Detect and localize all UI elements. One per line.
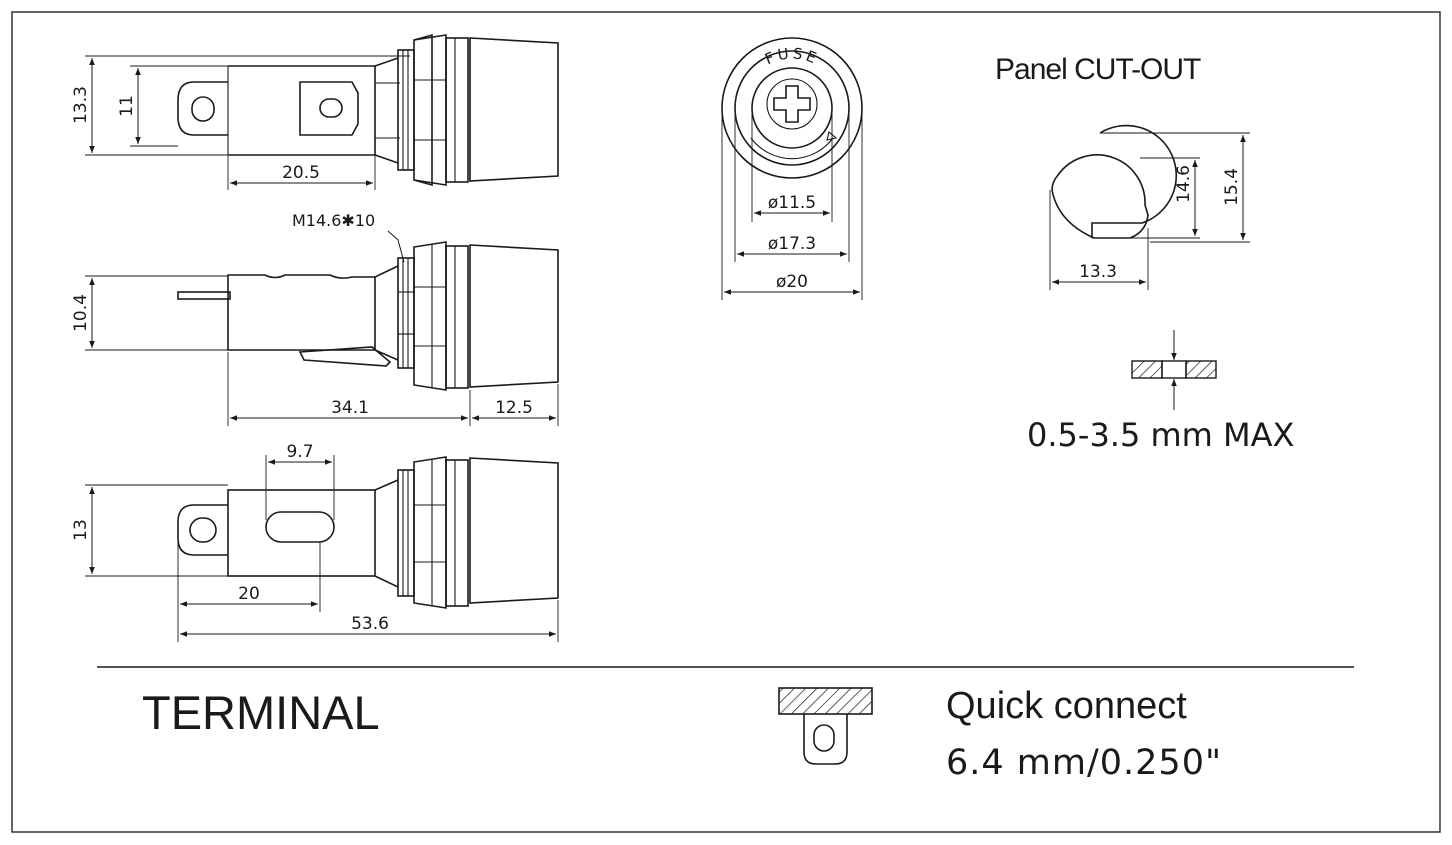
dim-13-3-cutout: 13.3 [1079, 262, 1117, 282]
thread-label: M14.6✱10 [292, 211, 375, 230]
dim-9-7: 9.7 [286, 442, 313, 462]
quick-connect-terminal-icon [778, 687, 873, 765]
dim-dia-11-5: ø11.5 [768, 193, 816, 213]
dim-34-1: 34.1 [331, 398, 369, 418]
side-view-middle: M14.6✱10 10.4 34.1 12.5 [71, 211, 559, 426]
fuse-cap-text: FUSE [762, 44, 821, 68]
dim-13-3: 13.3 [71, 86, 91, 124]
side-view-bottom: 9.7 13 20 53.6 [71, 442, 559, 642]
dim-13: 13 [71, 519, 91, 541]
dim-14-6: 14.6 [1174, 165, 1194, 203]
dim-12-5: 12.5 [495, 398, 533, 418]
panel-thickness-label: 0.5-3.5 mm MAX [1027, 416, 1294, 454]
panel-cutout: Panel CUT-OUT 14.6 15.4 13.3 0.5-3.5 mm … [995, 53, 1294, 454]
panel-cutout-title: Panel CUT-OUT [995, 53, 1201, 86]
dim-20-5: 20.5 [282, 163, 320, 183]
dim-53-6: 53.6 [351, 614, 389, 634]
quick-connect-label: Quick connect [946, 685, 1187, 727]
dim-dia-17-3: ø17.3 [768, 234, 816, 254]
dim-15-4: 15.4 [1222, 168, 1242, 206]
front-view-cap: FUSE ø11.5 ø17.3 ø20 [721, 37, 863, 300]
terminal-size-label: 6.4 mm/0.250" [946, 743, 1222, 783]
dim-20: 20 [238, 584, 260, 604]
terminal-section: TERMINAL Quick connect 6.4 mm/0.250" [142, 685, 1222, 783]
dim-10-4: 10.4 [71, 294, 91, 332]
dim-11: 11 [117, 95, 137, 117]
terminal-heading: TERMINAL [142, 686, 380, 739]
side-view-top: 13.3 11 20.5 [71, 33, 559, 190]
dim-dia-20: ø20 [776, 272, 808, 292]
drawing-frame [11, 11, 1441, 833]
